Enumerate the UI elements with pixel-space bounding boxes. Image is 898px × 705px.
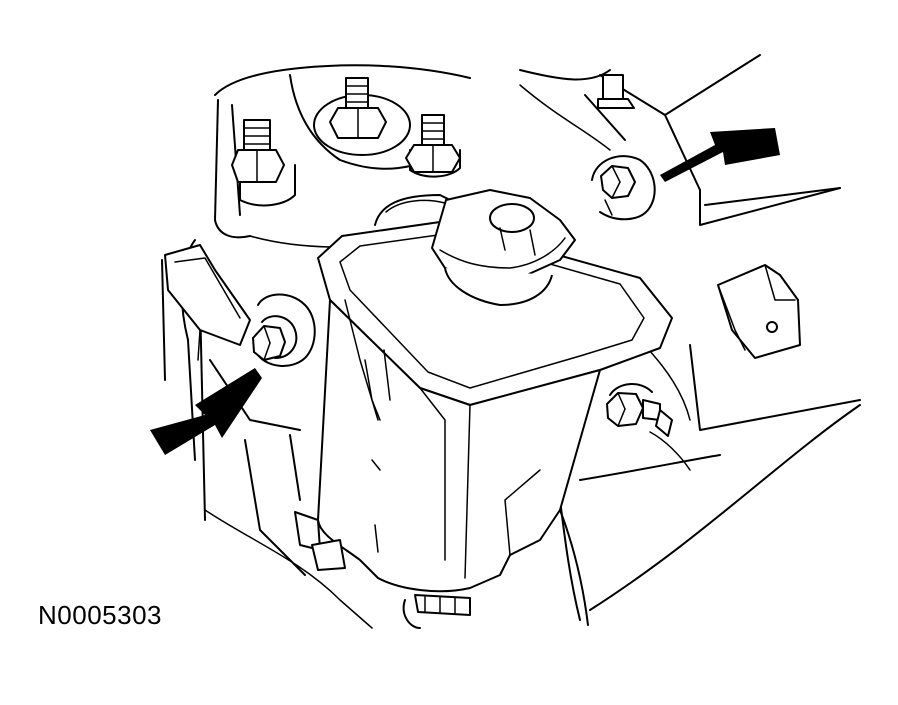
reservoir-upper-mounting-bolt [591, 155, 656, 221]
stud-right [405, 114, 461, 173]
reservoir-lower-mounting-bolt [252, 293, 316, 367]
arrow-icon [150, 368, 262, 455]
right-nut-and-nipple [606, 383, 691, 471]
stud-center [329, 77, 387, 139]
arrow-icon [660, 128, 780, 182]
small-stud-top-right [597, 74, 635, 109]
figure-id-label: N0005303 [38, 600, 162, 630]
stud-left [231, 119, 285, 183]
left-bracket [164, 244, 251, 361]
fluid-reservoir [294, 221, 673, 629]
reservoir-cap [374, 189, 576, 306]
right-clip [717, 264, 801, 359]
